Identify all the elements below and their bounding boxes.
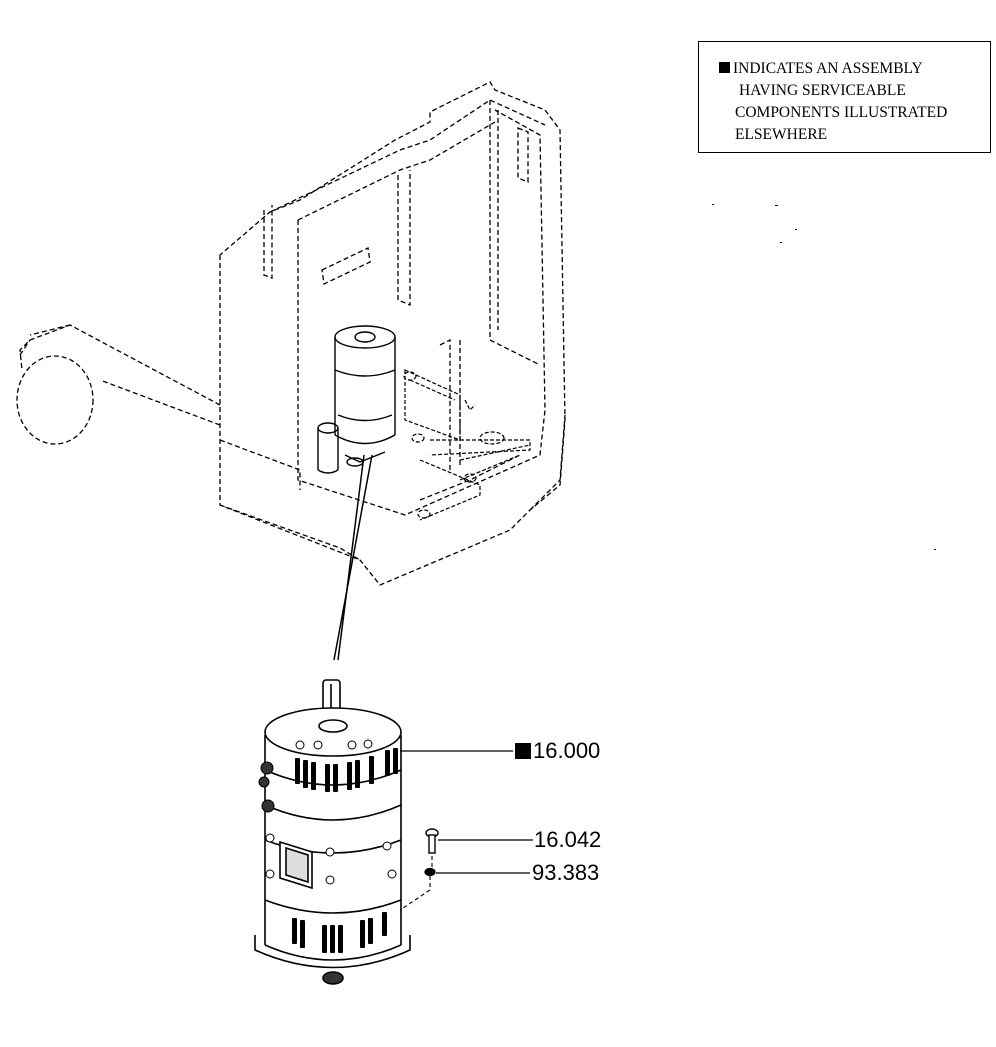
assembly-marker-icon: [515, 743, 531, 759]
motor-terminals: [258, 739, 397, 885]
legend-line-4: ELSEWHERE: [735, 126, 828, 143]
callout-screw-label: 16.042: [534, 827, 602, 852]
legend-line-1: INDICATES AN ASSEMBLY: [719, 58, 990, 80]
washer-part: [424, 867, 436, 877]
part-dashed-paths: [399, 856, 433, 911]
motor-mount-hardware: [403, 369, 531, 521]
screw-part: [425, 828, 439, 854]
legend-line-3: COMPONENTS ILLUSTRATED: [735, 104, 948, 121]
callout-washer-label: 93.383: [532, 860, 600, 885]
legend-line-2: HAVING SERVICEABLE: [739, 82, 906, 99]
truck-chassis-outline: [16, 81, 566, 586]
callout-leaders: [400, 750, 533, 874]
legend-text-1: INDICATES AN ASSEMBLY: [733, 60, 923, 77]
callout-motor-assembly: 16.000: [515, 739, 600, 763]
filled-square-icon: [719, 62, 730, 73]
callout-washer: 93.383: [532, 861, 599, 885]
callout-motor-assembly-label: 16.000: [533, 738, 601, 763]
leader-lines: [333, 454, 373, 661]
legend-box: INDICATES AN ASSEMBLY HAVING SERVICEABLE…: [698, 41, 991, 153]
callout-screw: 16.042: [534, 828, 601, 852]
motor-vent-slots: [292, 748, 398, 953]
scan-specks: [712, 204, 936, 550]
installed-motor: [317, 325, 396, 474]
